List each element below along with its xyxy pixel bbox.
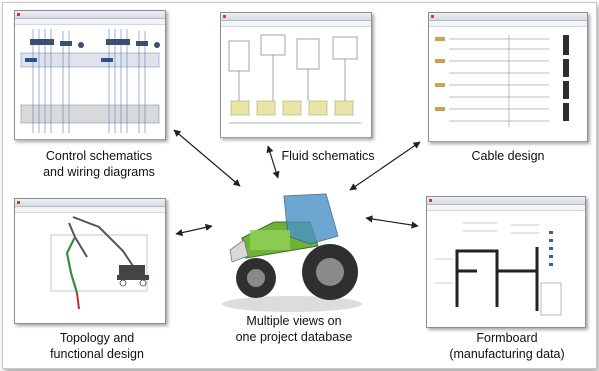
formboard-drawing bbox=[435, 222, 562, 316]
cable-design-drawing bbox=[435, 35, 569, 127]
formboard-window bbox=[426, 196, 586, 328]
arrow-cable bbox=[349, 141, 421, 191]
fluid-schematics-window bbox=[220, 12, 372, 138]
window-titlebar bbox=[15, 11, 165, 19]
label-topology: Topology and functional design bbox=[50, 331, 144, 361]
window-toolbar bbox=[427, 205, 585, 211]
topology-window bbox=[14, 198, 166, 324]
control-schematics-window bbox=[14, 10, 166, 140]
window-titlebar bbox=[429, 13, 587, 21]
window-icon bbox=[17, 13, 20, 16]
label-formboard: Formboard (manufacturing data) bbox=[449, 331, 565, 361]
arrow-control bbox=[173, 129, 241, 187]
window-toolbar bbox=[429, 21, 587, 27]
label-fluid-schematics: Fluid schematics bbox=[281, 149, 375, 163]
topology-drawing bbox=[50, 216, 149, 310]
window-reflection bbox=[428, 141, 586, 147]
label-control-schematics: Control schematics and wiring diagrams bbox=[43, 149, 155, 179]
control-schematic-drawing bbox=[20, 29, 160, 133]
window-icon bbox=[17, 201, 20, 204]
fluid-schematic-drawing bbox=[228, 34, 361, 124]
window-titlebar bbox=[15, 199, 165, 207]
cable-design-window bbox=[428, 12, 588, 142]
label-cable-design: Cable design bbox=[471, 149, 545, 163]
window-icon bbox=[431, 15, 434, 18]
label-center: Multiple views on one project database bbox=[235, 314, 353, 344]
arrow-fluid bbox=[266, 145, 280, 179]
tractor-illustration bbox=[222, 193, 362, 312]
window-reflection bbox=[14, 139, 164, 145]
window-toolbar bbox=[221, 21, 371, 27]
window-icon bbox=[429, 199, 432, 202]
window-reflection bbox=[220, 137, 370, 143]
window-titlebar bbox=[221, 13, 371, 21]
arrow-topology bbox=[175, 223, 213, 237]
window-icon bbox=[223, 15, 226, 18]
window-titlebar bbox=[427, 197, 585, 205]
arrow-formboard bbox=[365, 215, 419, 229]
window-toolbar bbox=[15, 207, 165, 213]
window-toolbar bbox=[15, 19, 165, 25]
